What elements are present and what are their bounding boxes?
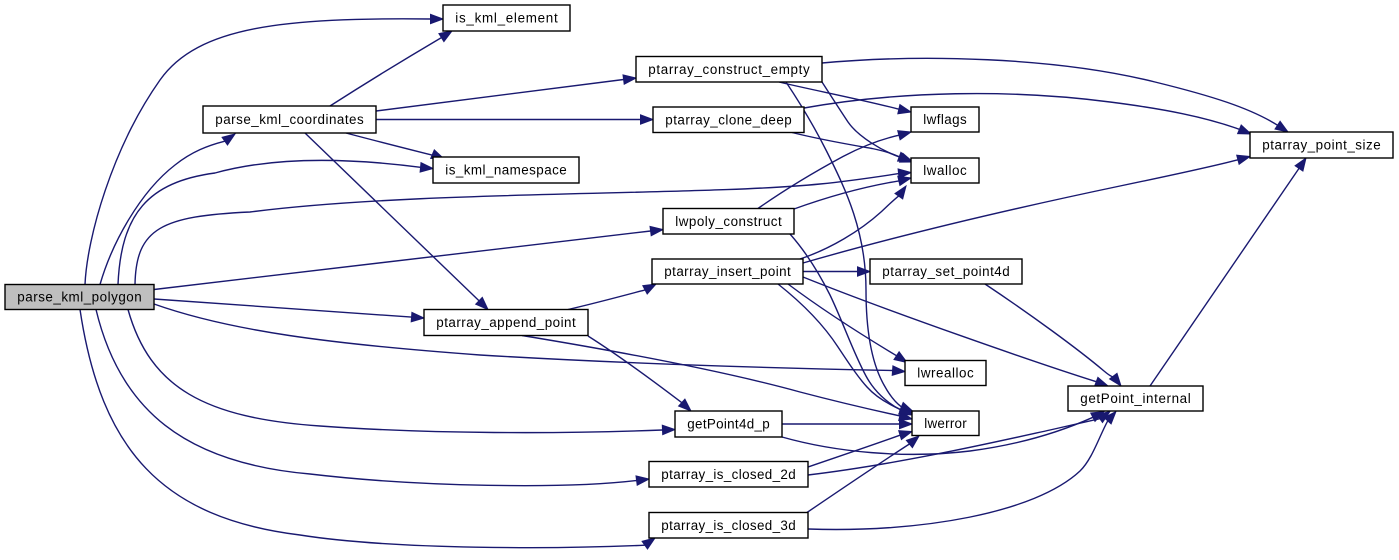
svg-text:ptarray_insert_point: ptarray_insert_point: [664, 264, 791, 279]
svg-text:ptarray_construct_empty: ptarray_construct_empty: [648, 62, 810, 77]
svg-text:lwerror: lwerror: [924, 416, 967, 431]
svg-text:lwrealloc: lwrealloc: [917, 366, 974, 381]
svg-text:parse_kml_polygon: parse_kml_polygon: [17, 290, 141, 305]
svg-text:ptarray_is_closed_3d: ptarray_is_closed_3d: [661, 518, 795, 533]
svg-text:is_kml_namespace: is_kml_namespace: [445, 163, 566, 178]
svg-text:lwalloc: lwalloc: [923, 163, 967, 178]
svg-text:ptarray_is_closed_2d: ptarray_is_closed_2d: [661, 467, 795, 482]
svg-text:lwpoly_construct: lwpoly_construct: [675, 214, 782, 229]
svg-text:getPoint_internal: getPoint_internal: [1080, 391, 1190, 406]
svg-text:is_kml_element: is_kml_element: [455, 11, 558, 26]
svg-text:lwflags: lwflags: [923, 112, 967, 127]
svg-text:getPoint4d_p: getPoint4d_p: [687, 417, 769, 432]
svg-text:ptarray_append_point: ptarray_append_point: [436, 315, 576, 330]
svg-text:ptarray_point_size: ptarray_point_size: [1262, 138, 1380, 153]
svg-text:ptarray_clone_deep: ptarray_clone_deep: [665, 113, 791, 128]
svg-text:parse_kml_coordinates: parse_kml_coordinates: [215, 112, 364, 127]
svg-text:ptarray_set_point4d: ptarray_set_point4d: [882, 264, 1009, 279]
